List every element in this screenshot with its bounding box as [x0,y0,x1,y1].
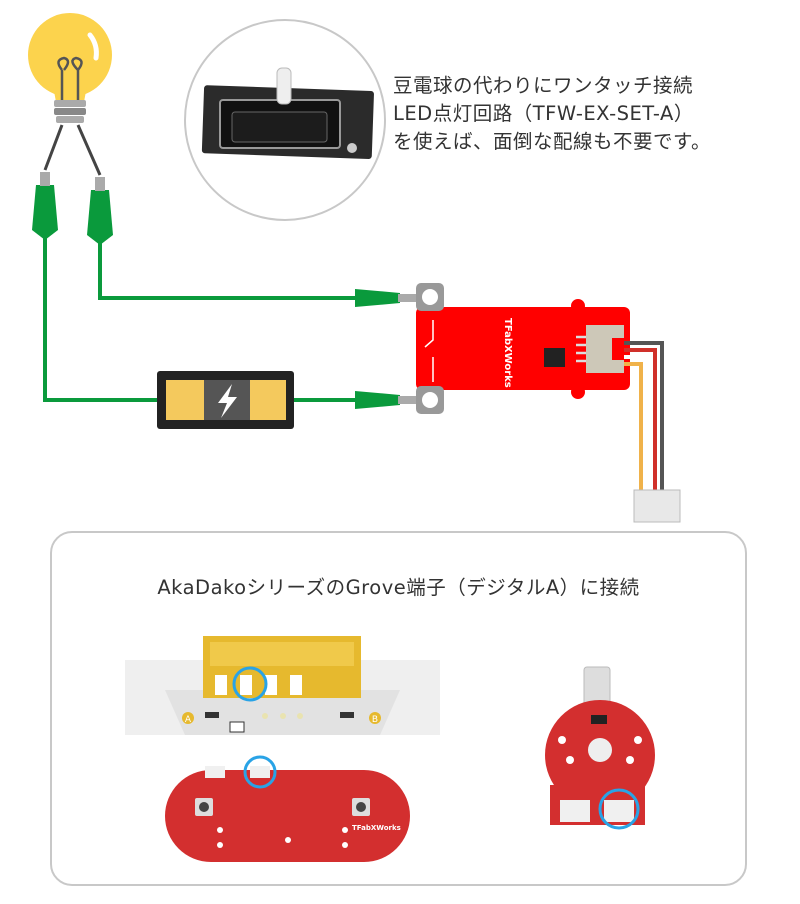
green-wires [43,220,360,402]
description-line: 豆電球の代わりにワンタッチ接続 [393,74,694,97]
led-module: TFabXWorks [416,283,630,414]
description-line: を使えば、面倒な配線も不要です。 [393,130,712,153]
module-brand-label: TFabXWorks [502,318,513,388]
panel-title: AkaDakoシリーズのGrove端子（デジタルA）に接続 [157,576,640,599]
led-circuit-photo [184,19,386,221]
grove-connector [633,489,681,523]
connection-panel: AkaDakoシリーズのGrove端子（デジタルA）に接続 [50,531,747,886]
battery-icon [157,371,294,429]
description-text: 豆電球の代わりにワンタッチ接続 LED点灯回路（TFW-EX-SET-A） を使… [393,72,711,156]
grove-cable [624,341,664,500]
alligator-clips [32,172,418,409]
light-bulb-icon [28,13,112,176]
description-line: LED点灯回路（TFW-EX-SET-A） [393,102,694,125]
